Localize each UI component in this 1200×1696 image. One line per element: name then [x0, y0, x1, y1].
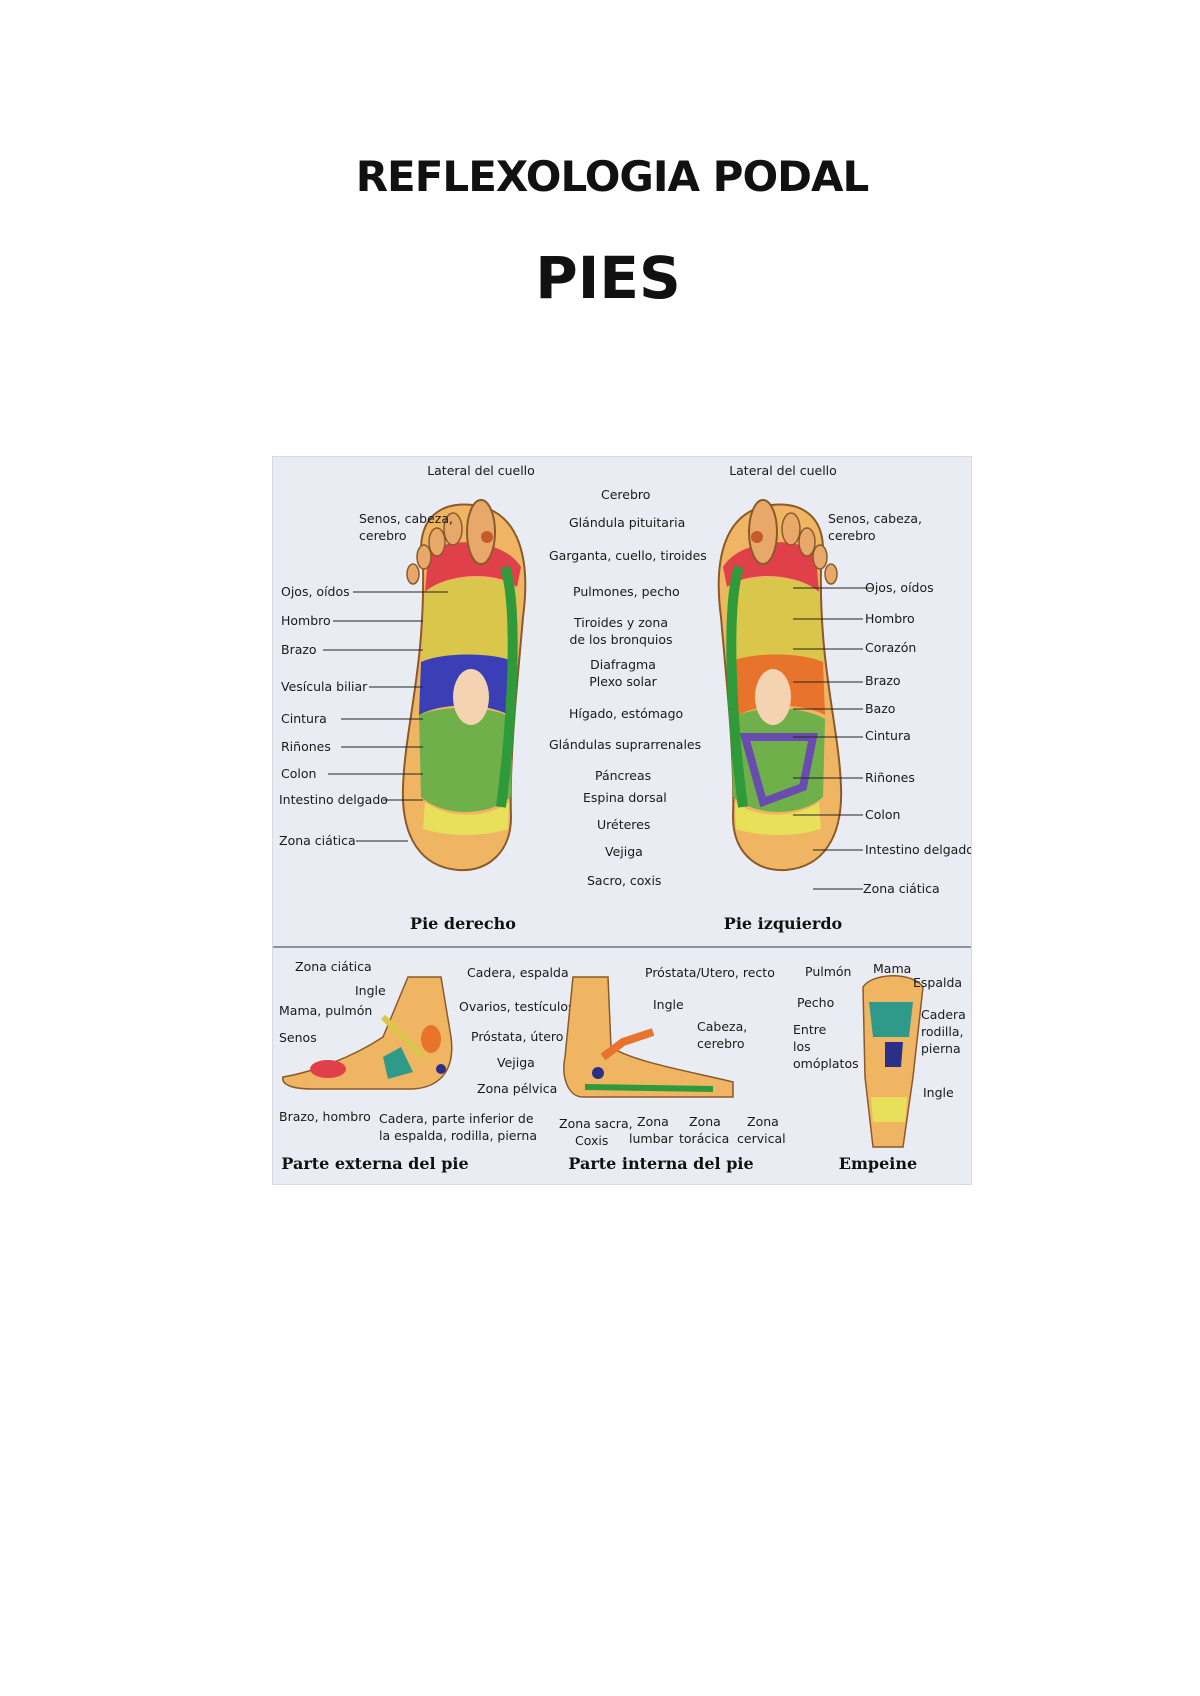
label-r-cintura: Cintura: [281, 711, 327, 726]
external-foot-illustration: [282, 976, 453, 1090]
label-int-toracica-1: Zona: [689, 1114, 721, 1129]
label-emp-ingle: Ingle: [923, 1085, 954, 1100]
caption-pie-derecho: Pie derecho: [410, 914, 516, 933]
label-diafragma: Diafragma: [590, 657, 656, 672]
label-ext-mama: Mama, pulmón: [279, 1003, 372, 1018]
label-r-ojos: Ojos, oídos: [281, 584, 350, 599]
reflexology-figure: Lateral del cuello Lateral del cuello Ce…: [272, 456, 972, 1185]
label-lateral-cuello-left: Lateral del cuello: [729, 463, 837, 478]
label-l-rinones: Riñones: [865, 770, 915, 785]
empeine-illustration: [862, 975, 924, 1148]
label-int-cervical-1: Zona: [747, 1114, 779, 1129]
internal-foot-illustration: [563, 976, 734, 1098]
caption-pie-izquierdo: Pie izquierdo: [724, 914, 843, 933]
label-int-cabeza-1: Cabeza,: [697, 1019, 747, 1034]
label-r-ciatica: Zona ciática: [279, 833, 356, 848]
caption-parte-externa: Parte externa del pie: [281, 1154, 468, 1173]
label-emp-cadera-2: rodilla,: [921, 1024, 964, 1039]
caption-empeine: Empeine: [839, 1154, 917, 1173]
label-glandulas-suprarrenales: Glándulas suprarrenales: [549, 737, 701, 752]
label-ext-ingle: Ingle: [355, 983, 386, 998]
label-int-cervical-2: cervical: [737, 1131, 786, 1146]
label-emp-cadera-3: pierna: [921, 1041, 961, 1056]
label-r-rinones: Riñones: [281, 739, 331, 754]
label-ext-cadera-espalda: Cadera, espalda: [467, 965, 569, 980]
label-r-vesicula: Vesícula biliar: [281, 679, 368, 694]
label-ext-senos: Senos: [279, 1030, 317, 1045]
label-l-cintura: Cintura: [865, 728, 911, 743]
label-int-toracica-2: torácica: [679, 1131, 729, 1146]
label-l-intestino: Intestino delgado: [865, 842, 971, 857]
label-l-ojos: Ojos, oídos: [865, 580, 934, 595]
label-int-sacra-2: Coxis: [575, 1133, 608, 1148]
label-lateral-cuello-right: Lateral del cuello: [427, 463, 535, 478]
label-sacro-coxis: Sacro, coxis: [587, 873, 661, 888]
label-emp-espalda: Espalda: [913, 975, 962, 990]
label-emp-pulmon: Pulmón: [805, 964, 851, 979]
label-r-senos-2: cerebro: [359, 528, 407, 543]
label-ext-brazo: Brazo, hombro: [279, 1109, 371, 1124]
label-higado: Hígado, estómago: [569, 706, 683, 721]
label-emp-mama: Mama: [873, 961, 911, 976]
label-ext-vejiga: Vejiga: [497, 1055, 535, 1070]
label-garganta: Garganta, cuello, tiroides: [549, 548, 707, 563]
document-subtitle: PIES: [535, 244, 681, 312]
label-int-cabeza-2: cerebro: [697, 1036, 745, 1051]
label-ext-ciatica: Zona ciática: [295, 959, 372, 974]
label-int-lumbar-2: lumbar: [629, 1131, 674, 1146]
label-vejiga: Vejiga: [605, 844, 643, 859]
left-foot-illustration: [717, 499, 843, 872]
label-l-colon: Colon: [865, 807, 900, 822]
caption-parte-interna: Parte interna del pie: [568, 1154, 753, 1173]
label-cerebro: Cerebro: [601, 487, 650, 502]
label-r-intestino: Intestino delgado: [279, 792, 388, 807]
label-espina-dorsal: Espina dorsal: [583, 790, 667, 805]
label-l-senos-2: cerebro: [828, 528, 876, 543]
label-ext-prostata: Próstata, útero: [471, 1029, 563, 1044]
label-int-lumbar-1: Zona: [637, 1114, 669, 1129]
label-plexo-solar: Plexo solar: [589, 674, 657, 689]
label-l-corazon: Corazón: [865, 640, 916, 655]
label-glandula-pituitaria: Glándula pituitaria: [569, 515, 685, 530]
label-ext-pelvica: Zona pélvica: [477, 1081, 557, 1096]
label-int-ingle: Ingle: [653, 997, 684, 1012]
label-emp-cadera-1: Cadera: [921, 1007, 966, 1022]
label-int-prostata: Próstata/Utero, recto: [645, 965, 775, 980]
label-l-senos-1: Senos, cabeza,: [828, 511, 922, 526]
label-pulmones: Pulmones, pecho: [573, 584, 680, 599]
label-emp-entre-1: Entre: [793, 1022, 827, 1037]
label-tiroides-2: de los bronquios: [569, 632, 672, 647]
label-r-brazo: Brazo: [281, 642, 317, 657]
label-ext-cadera-1: Cadera, parte inferior de: [379, 1111, 534, 1126]
label-r-colon: Colon: [281, 766, 316, 781]
document-title: REFLEXOLOGIA PODAL: [355, 152, 870, 201]
label-r-senos-1: Senos, cabeza,: [359, 511, 453, 526]
label-emp-pecho: Pecho: [797, 995, 834, 1010]
right-foot-illustration: [401, 499, 527, 872]
label-tiroides-1: Tiroides y zona: [573, 615, 668, 630]
label-emp-entre-3: omóplatos: [793, 1056, 859, 1071]
label-ext-ovarios: Ovarios, testículos: [459, 999, 575, 1014]
label-l-ciatica: Zona ciática: [863, 881, 940, 896]
label-emp-entre-2: los: [793, 1039, 811, 1054]
label-l-bazo: Bazo: [865, 701, 895, 716]
label-int-sacra-1: Zona sacra,: [559, 1116, 633, 1131]
label-l-brazo: Brazo: [865, 673, 901, 688]
label-pancreas: Páncreas: [595, 768, 651, 783]
label-l-hombro: Hombro: [865, 611, 915, 626]
label-ureteres: Uréteres: [597, 817, 650, 832]
label-r-hombro: Hombro: [281, 613, 331, 628]
leader-lines: [273, 587, 971, 948]
label-ext-cadera-2: la espalda, rodilla, pierna: [379, 1128, 537, 1143]
